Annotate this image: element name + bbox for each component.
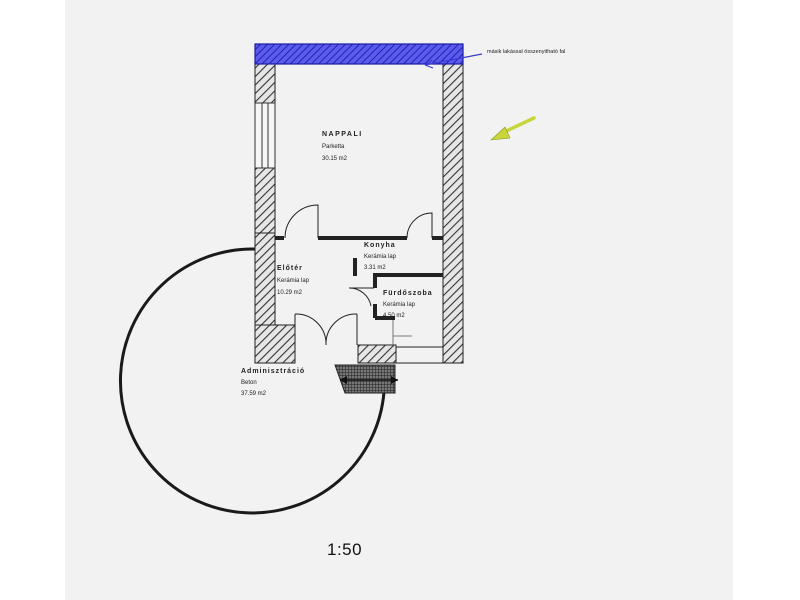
wall-note: másik lakással összenyitható fal — [487, 49, 566, 55]
hall-area: 10.29 m2 — [277, 290, 303, 296]
hall-name: Előtér — [277, 265, 303, 272]
wall-left-bottom — [254, 324, 296, 364]
living-room-area: 30.15 m2 — [322, 156, 348, 162]
wall-bottom-right — [357, 344, 397, 364]
admin-floor: Beton — [241, 380, 257, 386]
openable-wall — [254, 43, 464, 65]
kitchen-area: 3.31 m2 — [364, 265, 386, 271]
admin-area: 37.59 m2 — [241, 391, 267, 397]
door-swings — [284, 204, 433, 346]
wall-right — [442, 45, 464, 364]
wall-note-leader — [424, 53, 483, 69]
interior-walls — [275, 236, 443, 320]
wall-left-low — [254, 232, 276, 326]
kitchen-floor: Kerámia lap — [364, 254, 397, 260]
living-room-floor: Parketta — [322, 144, 345, 150]
admin-zone-circle — [118, 247, 386, 515]
bathroom-floor: Kerámia lap — [383, 302, 416, 308]
bath-fixture — [392, 320, 412, 347]
window-left — [254, 102, 276, 169]
admin-name: Adminisztráció — [241, 368, 306, 375]
entrance-steps — [334, 364, 398, 394]
kitchen-name: Konyha — [364, 242, 396, 249]
drawing-sheet — [65, 0, 733, 600]
hall-floor: Kerámia lap — [277, 278, 310, 284]
living-room-name: NAPPALI — [322, 131, 363, 138]
wall-left-mid — [254, 167, 276, 234]
bathroom-name: Fürdőszoba — [383, 290, 433, 297]
bathroom-area: 4.50 m2 — [383, 313, 405, 319]
north-arrow-icon — [490, 116, 536, 141]
wall-bottom-right-2 — [395, 346, 444, 364]
scale-label: 1:50 — [327, 540, 363, 559]
